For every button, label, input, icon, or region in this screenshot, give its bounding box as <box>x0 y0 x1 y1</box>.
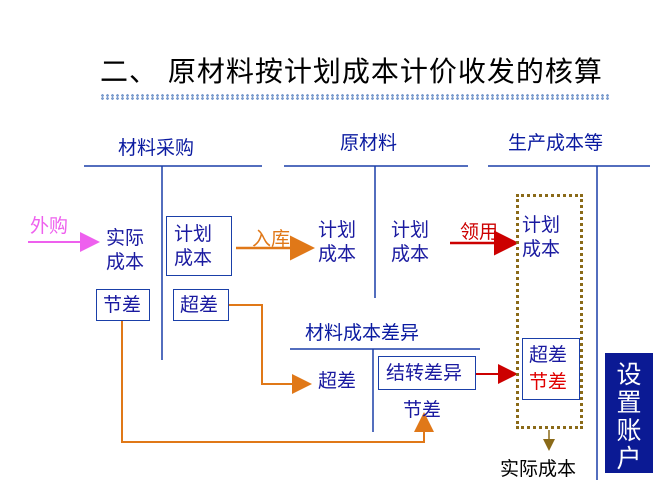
variance-transfer-box: 结转差异 <box>378 356 476 390</box>
purchase-overspend-box: 超差 <box>173 289 229 321</box>
variance-account-header: 材料成本差异 <box>305 322 420 344</box>
purchase-account-header: 材料采购 <box>118 137 195 159</box>
side-note-box: 设 置 账 户 <box>605 353 653 473</box>
title-divider <box>100 94 610 100</box>
production-dotted-box <box>516 194 583 429</box>
purchase-actual-cost: 实际 成本 <box>106 227 145 273</box>
actual-cost-label: 实际成本 <box>500 458 577 480</box>
variance-saving: 节差 <box>403 399 442 421</box>
production-over: 超差 <box>529 344 568 366</box>
raw-planned-cost-left: 计划 成本 <box>318 219 357 265</box>
overspend-flow-arrow <box>229 304 312 394</box>
outsource-label: 外购 <box>30 215 69 237</box>
page-title: 二、 原材料按计划成本计价收发的核算 <box>100 55 603 88</box>
purchase-saving-box: 节差 <box>96 289 150 321</box>
side-note-text: 设 置 账 户 <box>616 360 642 473</box>
saving-flow-arrow <box>121 320 434 443</box>
purchase-planned-cost-box: 计划 成本 <box>166 216 232 276</box>
variance-overspend: 超差 <box>318 370 357 392</box>
purchase-planned-cost: 计划 成本 <box>174 223 213 269</box>
production-account-header: 生产成本等 <box>508 132 604 154</box>
production-planned-cost: 计划 成本 <box>522 214 561 260</box>
raw-materials-account-header: 原材料 <box>340 132 398 154</box>
purchase-saving: 节差 <box>103 294 142 316</box>
to-stock-label: 入库 <box>252 228 291 250</box>
raw-planned-cost-right: 计划 成本 <box>391 219 430 265</box>
purchase-overspend: 超差 <box>180 294 219 316</box>
variance-transfer: 结转差异 <box>386 362 463 384</box>
production-save: 节差 <box>529 371 568 393</box>
requisition-label: 领用 <box>460 221 499 243</box>
production-variance-box: 超差 节差 <box>522 338 580 400</box>
